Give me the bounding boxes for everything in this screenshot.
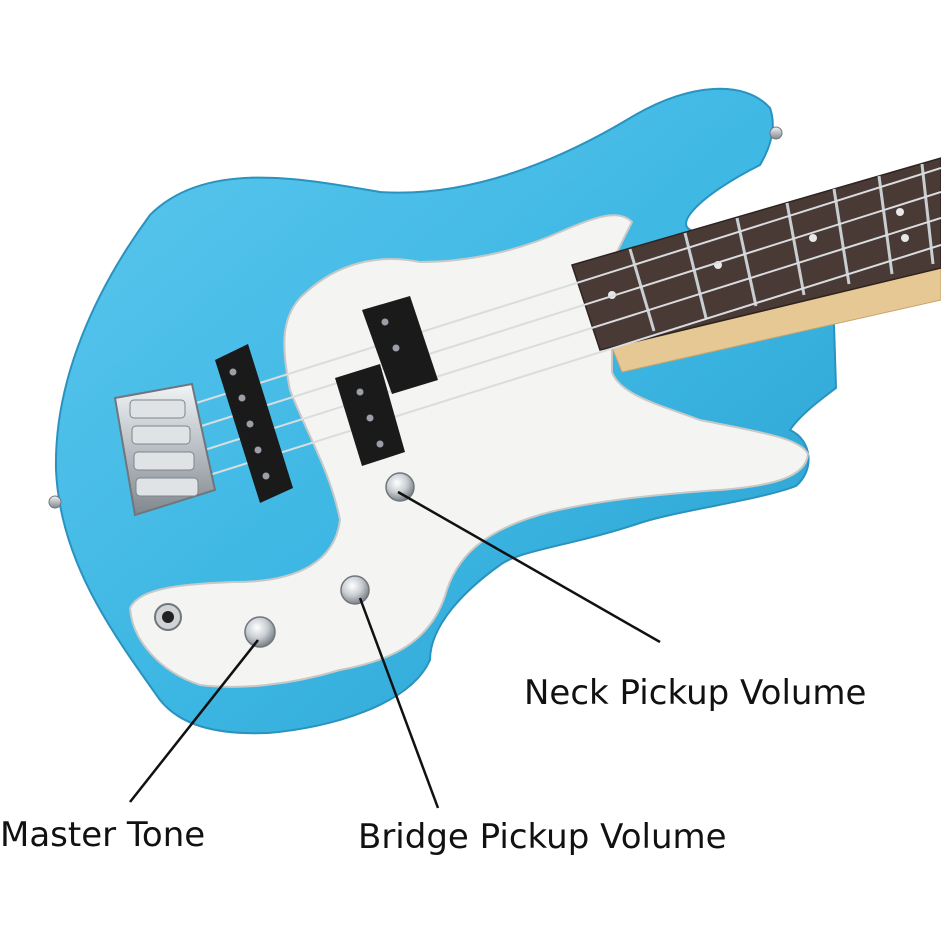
strap-button-bottom bbox=[48, 495, 62, 509]
neck-pickup-volume-label: Neck Pickup Volume bbox=[524, 673, 867, 713]
output-jack bbox=[154, 603, 182, 631]
master-tone-knob bbox=[244, 616, 276, 648]
leader-lines bbox=[129, 490, 661, 809]
leader-line-master bbox=[129, 639, 259, 803]
bridge-pickup bbox=[215, 344, 293, 503]
bridge-volume-knob bbox=[340, 575, 370, 605]
master-tone-label: Master Tone bbox=[0, 815, 206, 855]
neck-volume-knob bbox=[385, 472, 415, 502]
leader-line-bridge bbox=[358, 597, 440, 809]
leader-line-neck bbox=[397, 490, 661, 644]
bridge bbox=[113, 382, 217, 517]
bridge-pickup-volume-label: Bridge Pickup Volume bbox=[358, 817, 727, 857]
neck-pickup bbox=[335, 296, 438, 466]
strings bbox=[189, 167, 941, 479]
strap-button-top bbox=[769, 126, 783, 140]
fretboard bbox=[571, 157, 941, 351]
